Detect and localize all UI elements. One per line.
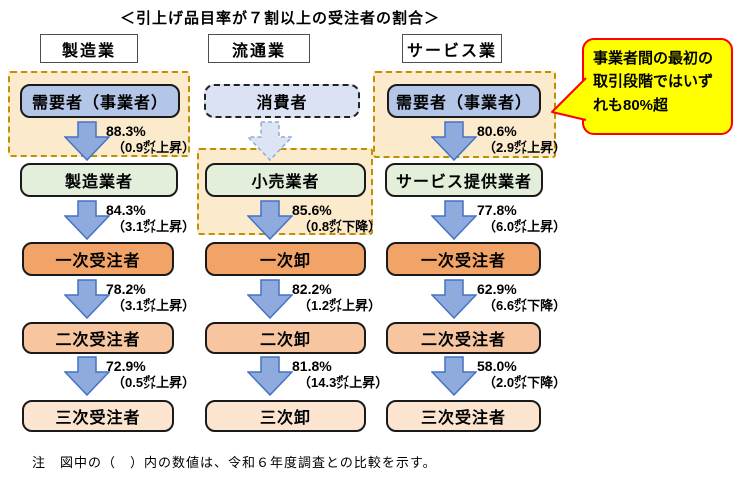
distribution-wholesale1-box: 一次卸: [205, 242, 366, 276]
rate-change: （0.8㌽下降）: [298, 218, 382, 234]
rate-value: 82.2%: [292, 281, 332, 297]
rate-value: 78.2%: [106, 281, 146, 297]
distribution-wholesale2-box: 二次卸: [205, 322, 366, 354]
service-rate-1: 80.6% （2.9㌽上昇）: [477, 123, 566, 155]
rate-change: （14.3㌽上昇）: [298, 374, 389, 390]
service-rate-3: 62.9% （6.6㌽下降）: [477, 281, 566, 313]
distribution-rate-3: 81.8% （14.3㌽上昇）: [292, 358, 388, 390]
rate-change: （6.0㌽上昇）: [483, 218, 567, 234]
service-demander-box: 需要者（事業者）: [387, 84, 541, 118]
rate-change: （2.9㌽上昇）: [483, 139, 567, 155]
service-tier3-box: 三次受注者: [386, 400, 541, 432]
manufacturing-tier1-box: 一次受注者: [22, 242, 174, 276]
down-arrow-icon: [64, 279, 110, 319]
annotation-callout: 事業者間の最初の取引段階ではいずれも80%超: [582, 38, 733, 135]
rate-value: 80.6%: [477, 123, 517, 139]
manufacturing-rate-2: 84.3% （3.1㌽上昇）: [106, 202, 195, 234]
service-provider-box: サービス提供業者: [385, 163, 543, 197]
manufacturing-rate-1: 88.3% （0.9㌽上昇）: [106, 123, 195, 155]
manufacturing-demander-box: 需要者（事業者）: [20, 84, 180, 118]
rate-value: 81.8%: [292, 358, 332, 374]
distribution-consumer-box: 消費者: [204, 84, 360, 118]
manufacturing-tier2-box: 二次受注者: [22, 322, 174, 354]
rate-change: （3.1㌽上昇）: [112, 218, 196, 234]
down-arrow-icon: [64, 356, 110, 396]
rate-change: （1.2㌽上昇）: [298, 297, 382, 313]
manufacturing-maker-box: 製造業者: [20, 163, 178, 197]
down-arrow-icon: [247, 356, 293, 396]
rate-change: （2.0㌽下降）: [483, 374, 567, 390]
callout-tail-icon: [551, 77, 587, 121]
column-header-manufacturing: 製造業: [40, 34, 138, 63]
footnote: 注 図中の（ ）内の数値は、令和６年度調査との比較を示す。: [32, 455, 437, 470]
rate-change: （0.5㌽上昇）: [112, 374, 196, 390]
manufacturing-tier3-box: 三次受注者: [22, 400, 174, 432]
manufacturing-rate-3: 78.2% （3.1㌽上昇）: [106, 281, 195, 313]
manufacturing-rate-4: 72.9% （0.5㌽上昇）: [106, 358, 195, 390]
service-rate-2: 77.8% （6.0㌽上昇）: [477, 202, 566, 234]
rate-value: 88.3%: [106, 123, 146, 139]
rate-value: 84.3%: [106, 202, 146, 218]
column-header-distribution: 流通業: [208, 34, 310, 63]
service-rate-4: 58.0% （2.0㌽下降）: [477, 358, 566, 390]
column-header-service: サービス業: [402, 34, 502, 63]
rate-value: 77.8%: [477, 202, 517, 218]
distribution-rate-2: 82.2% （1.2㌽上昇）: [292, 281, 381, 313]
distribution-rate-1: 85.6% （0.8㌽下降）: [292, 202, 381, 234]
down-arrow-icon: [247, 200, 293, 240]
down-arrow-icon: [247, 279, 293, 319]
rate-change: （3.1㌽上昇）: [112, 297, 196, 313]
down-arrow-icon: [431, 279, 477, 319]
diagram-title: ＜引上げ品目率が７割以上の受注者の割合＞: [119, 10, 440, 27]
down-arrow-icon: [431, 200, 477, 240]
distribution-wholesale3-box: 三次卸: [205, 400, 366, 432]
down-arrow-icon: [64, 200, 110, 240]
down-arrow-icon: [431, 356, 477, 396]
rate-value: 72.9%: [106, 358, 146, 374]
rate-value: 58.0%: [477, 358, 517, 374]
rate-value: 85.6%: [292, 202, 332, 218]
rate-value: 62.9%: [477, 281, 517, 297]
rate-change: （0.9㌽上昇）: [112, 139, 196, 155]
down-arrow-icon: [431, 121, 477, 161]
rate-change: （6.6㌽下降）: [483, 297, 567, 313]
service-tier1-box: 一次受注者: [386, 242, 541, 276]
down-arrow-icon: [64, 121, 110, 161]
dashed-down-arrow-icon: [247, 121, 293, 161]
service-tier2-box: 二次受注者: [386, 322, 541, 354]
distribution-retailer-box: 小売業者: [205, 163, 366, 197]
